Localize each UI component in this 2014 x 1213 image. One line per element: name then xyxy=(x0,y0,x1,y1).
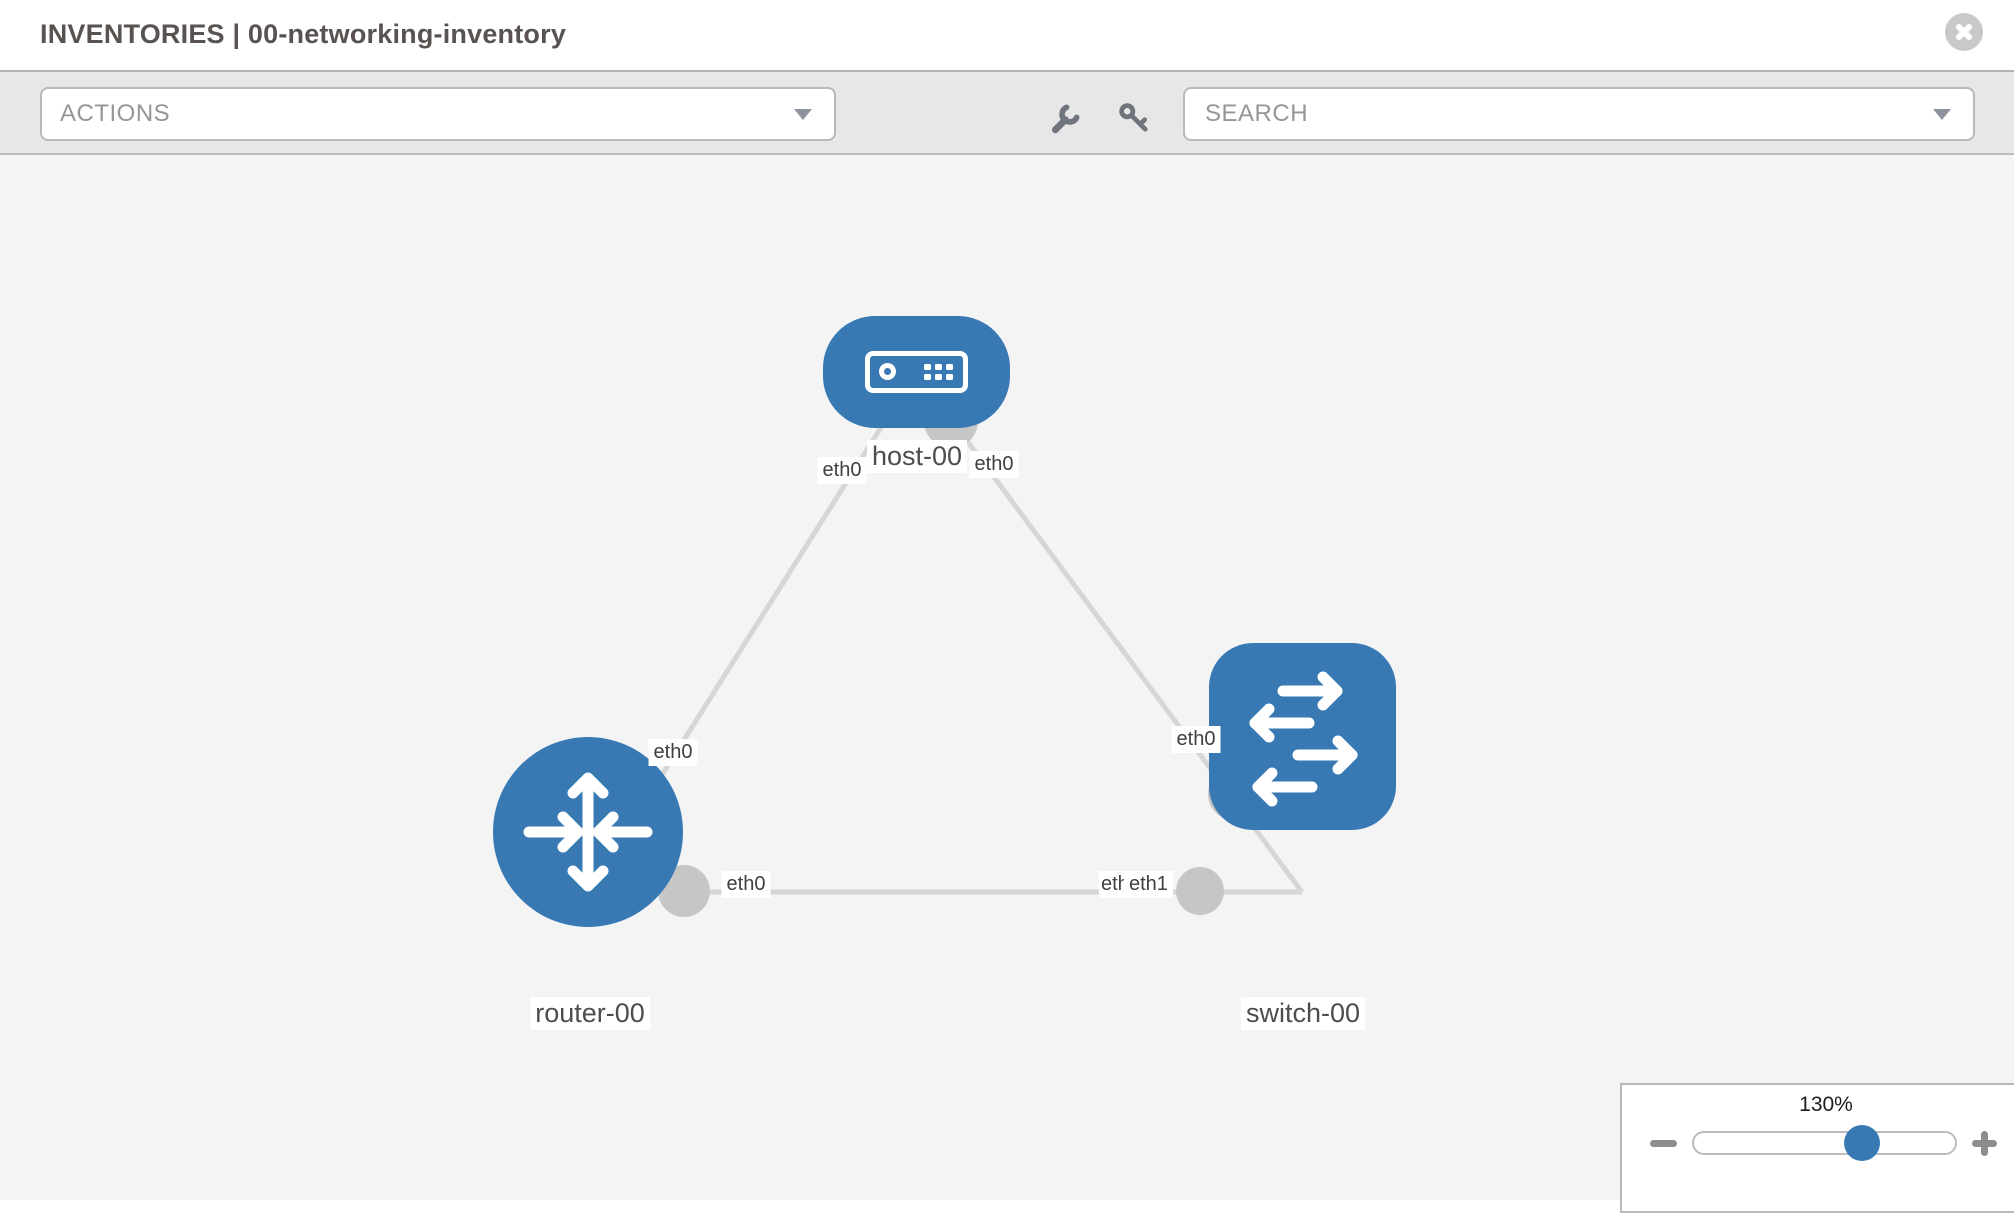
host-icon xyxy=(865,351,968,393)
wrench-icon xyxy=(1051,104,1080,134)
interface-label-router-to-switch: eth0 xyxy=(721,871,771,898)
zoom-slider-thumb[interactable] xyxy=(1844,1125,1880,1161)
topology-edges xyxy=(585,370,1305,917)
search-dropdown[interactable] xyxy=(1183,87,1975,141)
node-label-switch: switch-00 xyxy=(1240,997,1366,1031)
interface-label-switch-clipped: eth0 xyxy=(1099,871,1126,898)
node-host-00[interactable] xyxy=(823,316,1010,428)
router-icon xyxy=(523,772,653,892)
node-router-00[interactable] xyxy=(493,737,683,927)
interface-dot-switch-left xyxy=(1176,867,1224,915)
toolbar: ACTIONS xyxy=(0,70,2014,155)
zoom-control-panel: 130% xyxy=(1620,1083,2014,1213)
chevron-down-icon xyxy=(1933,109,1951,120)
interface-label-router-from-host: eth0 xyxy=(648,739,698,766)
header: INVENTORIES | 00-networking-inventory xyxy=(0,0,2014,70)
node-label-host: host-00 xyxy=(866,440,968,474)
close-button[interactable] xyxy=(1945,13,1983,51)
node-switch-00[interactable] xyxy=(1209,643,1396,830)
switch-icon xyxy=(1249,671,1358,807)
tools-button[interactable] xyxy=(1048,100,1084,136)
interface-label-host-to-router: eth0 xyxy=(817,457,867,484)
search-input[interactable] xyxy=(1203,99,1847,129)
node-label-router: router-00 xyxy=(530,997,650,1031)
actions-dropdown[interactable]: ACTIONS xyxy=(40,87,836,141)
chevron-down-icon xyxy=(794,109,812,120)
key-icon xyxy=(1119,103,1148,132)
zoom-out-icon[interactable] xyxy=(1650,1140,1677,1147)
page-title: INVENTORIES | 00-networking-inventory xyxy=(40,19,567,49)
topology-canvas[interactable]: host-00 router-00 switch-00 eth0 eth0 et… xyxy=(0,155,2014,1213)
zoom-slider-track[interactable] xyxy=(1692,1131,1957,1155)
zoom-in-icon[interactable] xyxy=(1981,1131,1988,1156)
interface-label-switch-from-host: eth0 xyxy=(1171,726,1221,753)
credentials-button[interactable] xyxy=(1116,100,1152,136)
interface-label-host-to-switch: eth0 xyxy=(969,451,1019,478)
zoom-percent-label: 130% xyxy=(1799,1093,1853,1116)
actions-dropdown-label: ACTIONS xyxy=(60,100,171,127)
interface-label-switch-eth1: eth1 xyxy=(1124,871,1173,898)
